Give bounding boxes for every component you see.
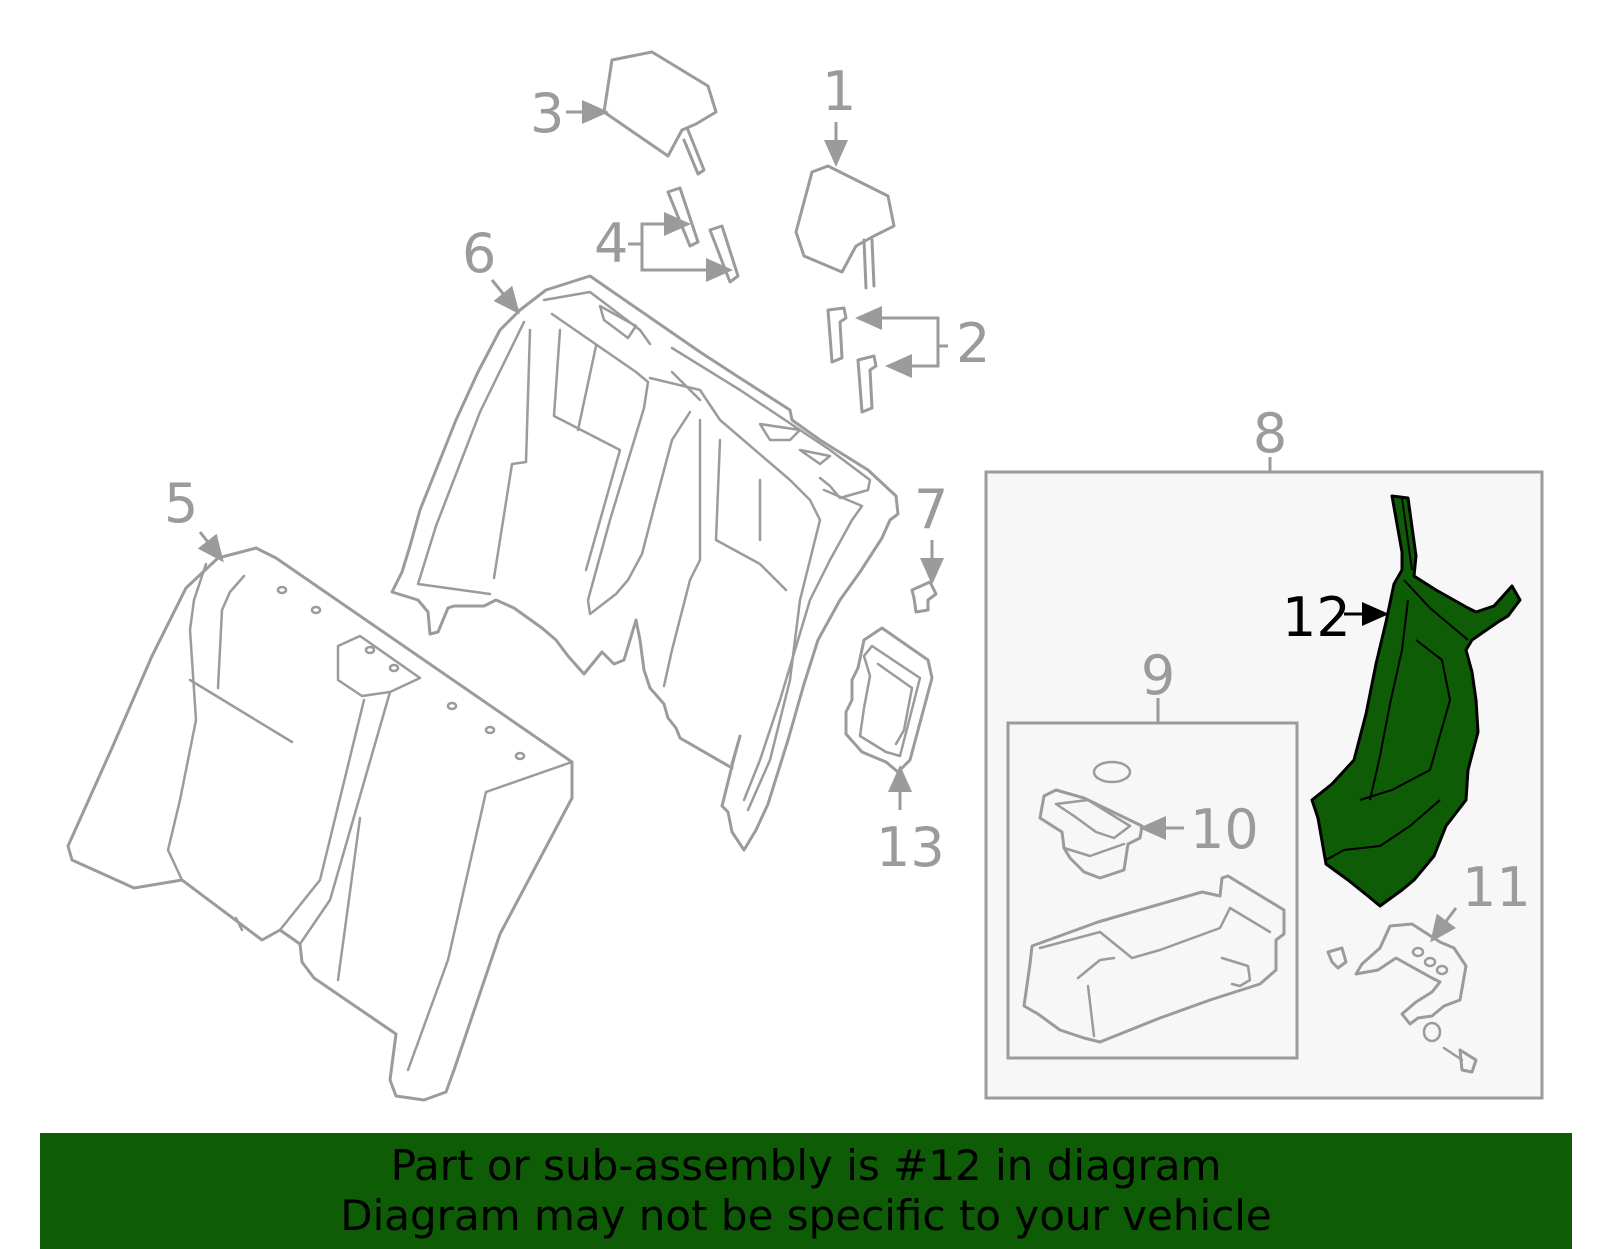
callout-4: 4 xyxy=(594,212,733,282)
svg-text:12: 12 xyxy=(1282,586,1351,649)
callout-6: 6 xyxy=(462,222,520,315)
callout-1: 1 xyxy=(822,60,856,167)
callout-7: 7 xyxy=(914,478,948,585)
part-2-guides[interactable] xyxy=(826,306,878,414)
callout-10: 10 xyxy=(1139,798,1259,861)
svg-text:11: 11 xyxy=(1462,856,1531,919)
part-12-armrest-body[interactable] xyxy=(1310,494,1522,908)
part-4-guides[interactable] xyxy=(666,186,740,284)
part-12-armrest-highlighted[interactable] xyxy=(1310,494,1522,908)
banner-line-disclaimer: Diagram may not be specific to your vehi… xyxy=(340,1191,1272,1240)
svg-text:8: 8 xyxy=(1253,402,1287,465)
svg-text:7: 7 xyxy=(914,478,948,541)
part-9-tray[interactable] xyxy=(1022,874,1286,1044)
banner-line-part: Part or sub-assembly is #12 in diagram xyxy=(390,1141,1222,1190)
callout-13: 13 xyxy=(876,765,945,879)
info-banner: Part or sub-assembly is #12 in diagram D… xyxy=(40,1133,1572,1249)
callout-5: 5 xyxy=(164,472,224,563)
svg-text:2: 2 xyxy=(956,312,990,375)
svg-text:4: 4 xyxy=(594,212,628,275)
callout-11: 11 xyxy=(1430,856,1531,943)
part-5-seatback-cover[interactable] xyxy=(66,546,574,1102)
part-7-clip[interactable] xyxy=(910,580,938,614)
svg-text:1: 1 xyxy=(822,60,856,123)
callout-2: 2 xyxy=(855,306,990,378)
svg-text:5: 5 xyxy=(164,472,198,535)
svg-text:9: 9 xyxy=(1141,644,1175,707)
callout-8: 8 xyxy=(1253,402,1287,465)
subassembly-box-9 xyxy=(1006,721,1299,1060)
part-11-bracket[interactable] xyxy=(1326,922,1478,1074)
callout-12-highlighted: 12 xyxy=(1282,586,1389,649)
svg-text:13: 13 xyxy=(876,816,945,879)
part-6-seatback-frame[interactable] xyxy=(390,274,900,852)
part-10[interactable] xyxy=(1038,760,1144,880)
svg-text:10: 10 xyxy=(1190,798,1259,861)
part-1-headrest[interactable] xyxy=(794,164,896,290)
svg-text:6: 6 xyxy=(462,222,496,285)
callout-3: 3 xyxy=(530,82,609,145)
part-13-trim-frame[interactable] xyxy=(844,626,934,774)
svg-text:3: 3 xyxy=(530,82,564,145)
callout-9: 9 xyxy=(1141,644,1175,707)
part-3-headrest[interactable] xyxy=(602,50,718,176)
